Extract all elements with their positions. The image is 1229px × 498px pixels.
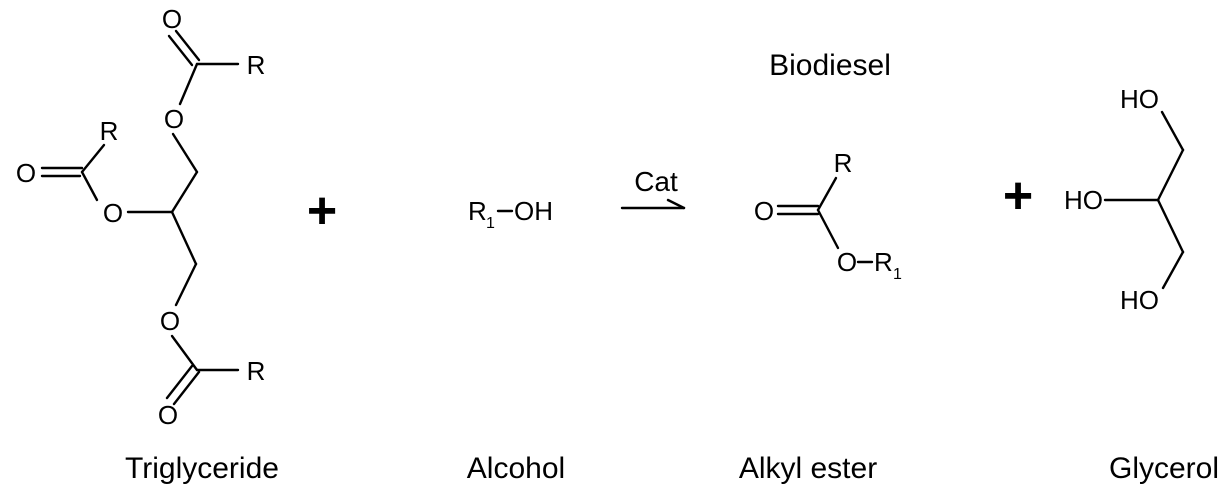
bond — [170, 170, 199, 214]
atom-o: O — [754, 196, 774, 226]
bond — [816, 208, 840, 250]
alkyl-ester-structure: R O O R 1 — [754, 148, 902, 283]
atom-r: R — [100, 116, 119, 146]
plus-sign: + — [307, 182, 337, 240]
atom-o: O — [837, 247, 857, 277]
atom-o: O — [162, 4, 182, 34]
bond — [1156, 148, 1185, 202]
atom-o: O — [158, 400, 178, 430]
atom-o: O — [16, 158, 36, 188]
atom-r: R — [468, 196, 487, 226]
bond — [80, 170, 99, 202]
alcohol-structure: R 1 OH — [468, 196, 553, 232]
biodiesel-label: Biodiesel — [769, 49, 891, 82]
bond — [167, 34, 194, 67]
bond — [1156, 198, 1185, 254]
bond — [1160, 110, 1185, 152]
bond — [178, 62, 199, 106]
triglyceride-structure: O R O R O O O R O — [16, 4, 266, 430]
atom-oh: OH — [514, 196, 553, 226]
atom-ho: HO — [1064, 185, 1103, 215]
triglyceride-caption: Triglyceride — [125, 452, 279, 485]
alcohol-caption: Alcohol — [467, 452, 565, 485]
atom-r: R — [834, 148, 853, 178]
bond — [816, 176, 838, 212]
reaction-arrow — [620, 198, 686, 210]
glycerol-structure: HO HO HO — [1064, 84, 1185, 315]
atom-ho: HO — [1120, 285, 1159, 315]
atom-o: O — [164, 104, 184, 134]
subscript-1: 1 — [893, 266, 902, 283]
alkyl-ester-caption: Alkyl ester — [739, 452, 877, 485]
atom-o: O — [103, 198, 123, 228]
atom-r: R — [874, 247, 893, 277]
bond — [170, 334, 199, 372]
atom-r: R — [247, 356, 266, 386]
atom-ho: HO — [1120, 84, 1159, 114]
bond — [80, 143, 106, 174]
bond — [174, 29, 201, 62]
bond — [170, 210, 198, 266]
glycerol-caption: Glycerol — [1109, 452, 1219, 485]
bond — [1161, 250, 1185, 290]
atom-r: R — [247, 50, 266, 80]
subscript-1: 1 — [486, 215, 495, 232]
bond — [174, 262, 198, 307]
atom-o: O — [160, 306, 180, 336]
bond — [172, 370, 201, 406]
bond — [171, 132, 199, 174]
plus-sign: + — [1003, 167, 1033, 225]
catalyst-label: Cat — [634, 166, 678, 197]
arrow-head — [666, 198, 686, 210]
bond — [165, 364, 194, 400]
